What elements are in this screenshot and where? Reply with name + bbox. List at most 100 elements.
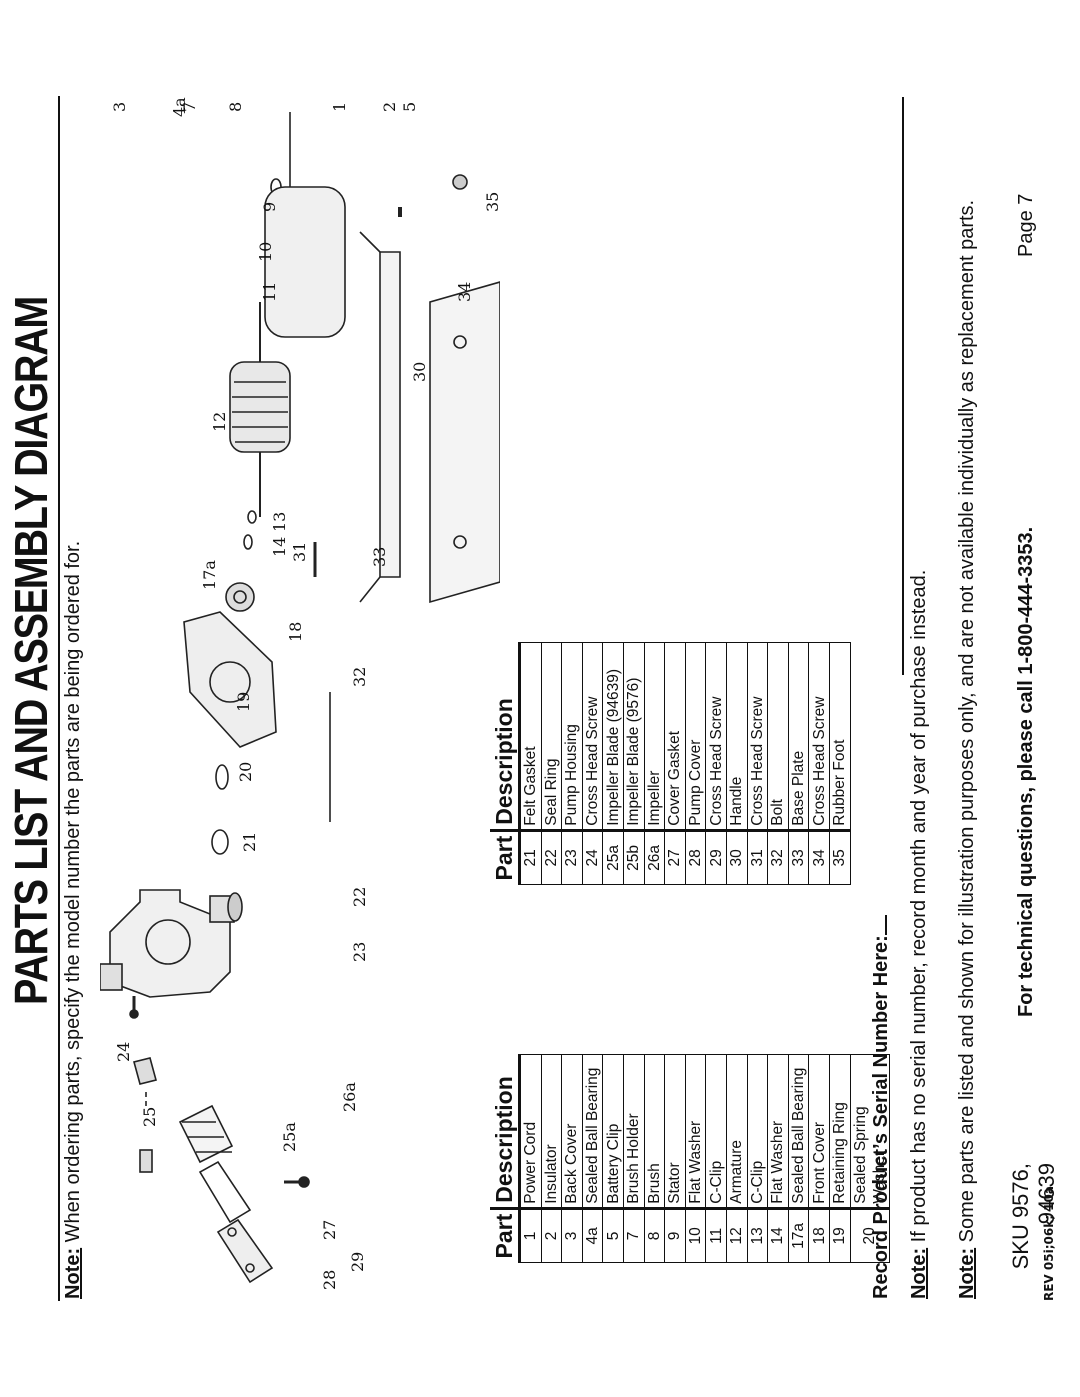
callout-label: 17a — [200, 560, 219, 590]
part-number: 35 — [829, 830, 850, 885]
part-description: Seal Ring — [541, 642, 562, 831]
part-number: 1 — [519, 1208, 542, 1263]
part-number: 22 — [541, 830, 562, 885]
part-number: 29 — [705, 830, 727, 885]
part-description: Handle — [726, 642, 748, 831]
callout-label: 13 — [270, 511, 289, 532]
part-21-felt-gasket — [211, 829, 229, 855]
part-description: Battery Clip — [602, 1054, 624, 1209]
callout-label: 30 — [410, 361, 429, 382]
serial-note: Note: If product has no serial number, r… — [908, 570, 931, 1299]
part-number: 18 — [808, 1208, 830, 1263]
part-number: 24 — [582, 830, 603, 885]
part-description: Sealed Ball Bearing — [582, 1054, 603, 1209]
callout-label: 9 — [260, 201, 279, 212]
callout-label: 1 — [330, 101, 349, 112]
callout-label: 10 — [256, 241, 275, 262]
part-description: Brush — [644, 1054, 665, 1209]
part-description: Impeller Blade (94639) — [602, 642, 624, 831]
illustration-note: Note: Some parts are listed and shown fo… — [956, 200, 979, 1299]
part-description: C-Clip — [705, 1054, 727, 1209]
part-number: 31 — [747, 830, 768, 885]
part-number: 26a — [644, 830, 665, 885]
part-description: Power Cord — [519, 1054, 542, 1209]
callout-label: 35 — [483, 191, 502, 212]
callout-label: 32 — [350, 666, 369, 687]
part-29-screw — [284, 1176, 310, 1188]
callout-label: 3 — [110, 101, 129, 112]
callout-label: 27 — [320, 1219, 339, 1240]
part-description: Flat Washer — [767, 1054, 789, 1209]
part-description: Insulator — [541, 1054, 562, 1209]
part-description: Felt Gasket — [519, 642, 542, 831]
callout-label: 18 — [286, 621, 305, 642]
callout-label: 25 — [140, 1106, 159, 1127]
part-number: 11 — [705, 1208, 727, 1263]
part-23-pump-housing — [100, 889, 235, 998]
part-number: 17a — [788, 1208, 809, 1263]
callout-label: 22 — [350, 886, 369, 907]
part-description: Cross Head Screw — [808, 642, 830, 831]
callout-label: 29 — [348, 1251, 367, 1272]
ordering-note-text: When ordering parts, specify the model n… — [62, 540, 84, 1243]
part-number: 7 — [623, 1208, 645, 1263]
part-12-armature — [229, 302, 291, 517]
page-number: Page 7 — [1015, 193, 1037, 257]
part-description: Bolt — [767, 642, 789, 831]
serial-record-label: Record Product’s Serial Number Here: — [870, 915, 893, 1299]
part-description: Cover Gasket — [664, 642, 686, 831]
part-description: Impeller — [644, 642, 665, 831]
part-13-c-clip — [247, 510, 257, 524]
part-14-flat-washer — [243, 534, 253, 550]
callout-label: 8 — [226, 101, 245, 112]
serial-record-line — [885, 915, 887, 936]
callout-label: 14 — [270, 536, 289, 557]
part-number: 27 — [664, 830, 686, 885]
callout-label: 12 — [210, 411, 229, 432]
part-number: 21 — [519, 830, 542, 885]
col-header-description: Description — [490, 642, 520, 831]
part-description: Pump Cover — [685, 642, 706, 831]
callout-label: 7 — [180, 101, 199, 112]
part-description: Back Cover — [561, 1054, 583, 1209]
part-description: C-Clip — [747, 1054, 768, 1209]
part-24-screw — [129, 996, 139, 1019]
part-description: Base Plate — [788, 642, 809, 831]
part-18-front-cover — [183, 611, 277, 748]
part-number: 10 — [685, 1208, 706, 1263]
sku-line-2: 94639 — [1034, 1163, 1059, 1225]
illustration-note-label: Note: — [956, 1247, 978, 1299]
part-number: 3 — [561, 1208, 583, 1263]
callout-label: 19 — [234, 691, 253, 712]
part-number: 8 — [644, 1208, 665, 1263]
part-number: 5 — [602, 1208, 624, 1263]
part-description: Cross Head Screw — [705, 642, 727, 831]
illustration-note-text: Some parts are listed and shown for illu… — [956, 199, 978, 1243]
part-number: 4a — [582, 1208, 603, 1263]
part-description: Cross Head Screw — [582, 642, 603, 831]
assembly-diagram — [100, 112, 500, 1284]
